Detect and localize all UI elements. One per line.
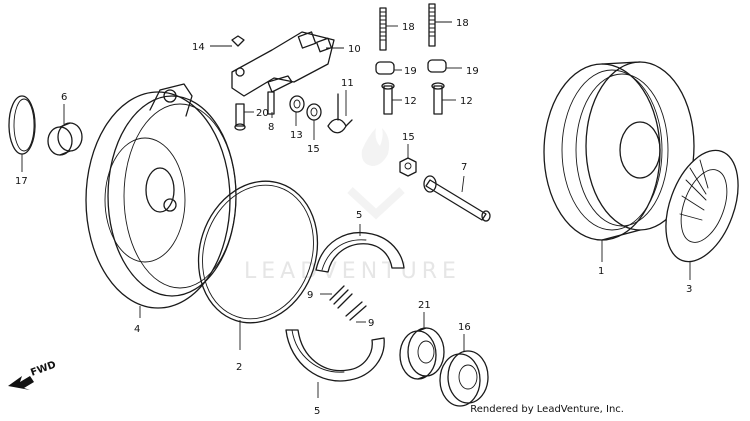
- callout-15-left: 15: [307, 144, 320, 155]
- part-4-brake-panel: [85, 83, 237, 309]
- callout-21: 21: [418, 300, 431, 311]
- part-13-washer: [289, 95, 305, 113]
- part-12-pin-left: [381, 82, 395, 115]
- part-7-axle: [423, 175, 491, 222]
- part-15-nut-right: [399, 157, 417, 177]
- callout-17: 17: [15, 176, 28, 187]
- watermark-text: LEADVENTURE: [244, 259, 461, 284]
- callout-5-lower: 5: [314, 406, 320, 417]
- callout-2: 2: [236, 362, 242, 373]
- callout-19-left: 19: [404, 66, 417, 77]
- callout-1: 1: [598, 266, 604, 277]
- fwd-arrow-icon: [8, 376, 34, 390]
- callout-8: 8: [268, 122, 274, 133]
- callout-9-a: 9: [307, 290, 313, 301]
- watermark-logo: [347, 128, 405, 220]
- callout-14: 14: [192, 42, 205, 53]
- part-18-stud-left: [379, 7, 387, 51]
- callout-20: 20: [256, 108, 269, 119]
- callout-15-right: 15: [402, 132, 415, 143]
- callout-9-b: 9: [368, 318, 374, 329]
- callout-18-right: 18: [456, 18, 469, 29]
- credit-text: Rendered by LeadVenture, Inc.: [470, 404, 624, 415]
- callout-11: 11: [341, 78, 354, 89]
- part-18-stud-right: [428, 3, 436, 47]
- callout-4: 4: [134, 324, 140, 335]
- part-20-bolt: [234, 103, 246, 131]
- part-16-oil-seal: [439, 350, 489, 407]
- callout-7: 7: [461, 162, 467, 173]
- part-5-brake-shoe-lower: [285, 329, 385, 382]
- callouts: 1 2 3 4 5 5 6 7 8 9 9 10 11: [15, 18, 692, 417]
- part-21-bearing: [399, 327, 445, 380]
- callout-19-right: 19: [466, 66, 479, 77]
- part-15-washer-left: [306, 103, 322, 121]
- part-2-seal-ring: [197, 180, 319, 324]
- part-10-arm: [231, 31, 335, 97]
- part-8-lever: [267, 75, 293, 93]
- callout-6: 6: [61, 92, 67, 103]
- part-19-cushion-right: [427, 59, 447, 73]
- callout-10: 10: [348, 44, 361, 55]
- part-11-spring: [327, 93, 353, 134]
- part-3-hub-cap: [665, 149, 739, 263]
- part-17-seal-ring: [8, 95, 36, 155]
- callout-16: 16: [458, 322, 471, 333]
- callout-13: 13: [290, 130, 303, 141]
- fwd-label: FWD: [29, 360, 57, 379]
- part-9-springs: [329, 285, 367, 321]
- part-19-cushion-left: [375, 61, 395, 75]
- callout-12-right: 12: [460, 96, 473, 107]
- callout-5-upper: 5: [356, 210, 362, 221]
- part-14-bolt: [231, 35, 245, 47]
- callout-3: 3: [686, 284, 692, 295]
- part-5-brake-shoe-upper: [315, 232, 405, 273]
- part-12-pin-right: [431, 82, 445, 115]
- callout-18-left: 18: [402, 22, 415, 33]
- callout-12-left: 12: [404, 96, 417, 107]
- part-8-pin: [267, 91, 275, 115]
- part-6-bearing: [47, 122, 83, 156]
